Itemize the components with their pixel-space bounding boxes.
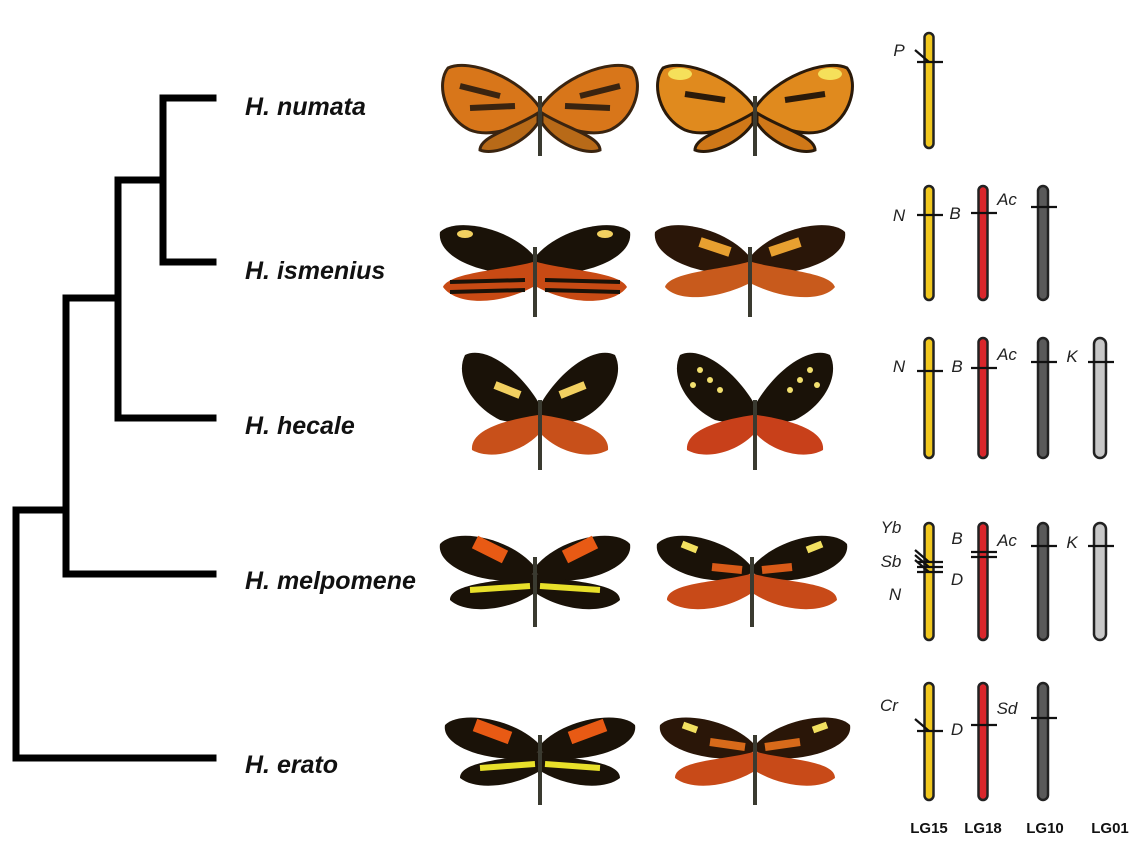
chromosome-hecale-lg18 — [979, 338, 988, 458]
locus-label-hecale-ac: Ac — [996, 345, 1017, 364]
locus-label-hecale-k: K — [1066, 347, 1078, 366]
butterfly-hecale-2 — [677, 353, 833, 470]
locus-label-ismenius-b: B — [949, 204, 960, 223]
chromosome-hecale-lg15 — [925, 338, 934, 458]
butterfly-melpomene-1 — [440, 536, 630, 627]
butterfly-melpomene-2 — [657, 536, 847, 627]
chromosome-melpomene-lg10 — [1038, 523, 1048, 640]
locus-label-melpomene-d: D — [951, 570, 963, 589]
butterfly-images — [440, 65, 853, 805]
chromosome-erato-lg10 — [1038, 683, 1048, 800]
butterfly-erato-1 — [445, 718, 635, 805]
chromosome-hecale-lg01 — [1094, 338, 1106, 458]
linkage-group-labels: LG15 LG18 LG10 LG01 — [910, 820, 1129, 837]
species-labels: H. numata H. ismenius H. hecale H. melpo… — [245, 93, 416, 779]
locus-label-hecale-b: B — [951, 357, 962, 376]
locus-label-ismenius-n: N — [893, 206, 906, 225]
butterfly-ismenius-1 — [440, 225, 630, 317]
butterfly-ismenius-2 — [655, 225, 845, 317]
locus-label-melpomene-ac: Ac — [996, 531, 1017, 550]
species-label-erato: H. erato — [245, 751, 338, 779]
chromosome-erato-lg15 — [925, 683, 934, 800]
lg-label-lg01: LG01 — [1091, 820, 1129, 837]
locus-label-melpomene-n: N — [889, 585, 902, 604]
chromosome-numata-lg15 — [925, 33, 934, 148]
chromosome-melpomene-lg15 — [925, 523, 934, 640]
locus-label-hecale-n: N — [893, 357, 906, 376]
chromosome-melpomene-lg01 — [1094, 523, 1106, 640]
butterfly-numata-1 — [443, 65, 638, 156]
locus-label-ismenius-ac: Ac — [996, 190, 1017, 209]
chromosome-erato-lg18 — [979, 683, 988, 800]
locus-label-erato-sd: Sd — [997, 699, 1018, 718]
locus-label-melpomene-yb: Yb — [881, 518, 902, 537]
locus-label-melpomene-sb: Sb — [881, 552, 902, 571]
locus-label-erato-d: D — [951, 720, 963, 739]
phylogenetic-tree — [16, 98, 213, 758]
butterfly-hecale-1 — [462, 353, 618, 470]
locus-label-erato-cr: Cr — [880, 696, 899, 715]
lg-label-lg18: LG18 — [964, 820, 1002, 837]
chromosome-melpomene-lg18 — [979, 523, 988, 640]
butterfly-numata-2 — [658, 65, 853, 156]
locus-label-melpomene-k: K — [1066, 533, 1078, 552]
chromosome-ismenius-lg10 — [1038, 186, 1048, 300]
locus-label-melpomene-b: B — [951, 529, 962, 548]
chromosome-ismenius-lg18 — [979, 186, 988, 300]
species-label-ismenius: H. ismenius — [245, 257, 385, 285]
chromosome-hecale-lg10 — [1038, 338, 1048, 458]
locus-label-numata-p: P — [893, 41, 905, 60]
species-label-hecale: H. hecale — [245, 412, 355, 440]
butterfly-erato-2 — [660, 718, 850, 805]
lg-label-lg10: LG10 — [1026, 820, 1064, 837]
chromosome-ismenius-lg15 — [925, 186, 934, 300]
lg-label-lg15: LG15 — [910, 820, 948, 837]
species-label-numata: H. numata — [245, 93, 366, 121]
species-label-melpomene: H. melpomene — [245, 567, 416, 595]
